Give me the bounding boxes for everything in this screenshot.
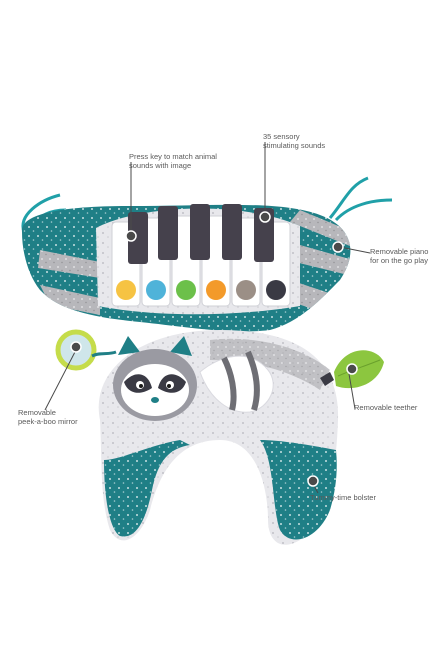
callout-dots: [70, 211, 358, 487]
callout-press-key: Press key to match animal sounds with im…: [129, 152, 217, 170]
callout-removable-teether: Removable teether: [354, 403, 418, 412]
callout-tummy-bolster: Tummy-time bolster: [310, 493, 376, 502]
raccoon-tail: [199, 350, 274, 413]
raccoon-face: [113, 336, 197, 421]
callout-peek-mirror: Removable peek-a-boo mirror: [18, 408, 78, 426]
ribbon-right: [328, 176, 393, 222]
black-keys: [128, 204, 274, 264]
callout-removable-piano: Removable piano for on the go play: [370, 247, 429, 265]
callout-sensory-sounds: 35 sensory stimulating sounds: [263, 132, 326, 150]
piano-cushion: [21, 204, 351, 332]
peek-a-boo-mirror: [55, 329, 117, 371]
animal-pads: [116, 280, 286, 300]
teether-leaf: [320, 350, 384, 389]
